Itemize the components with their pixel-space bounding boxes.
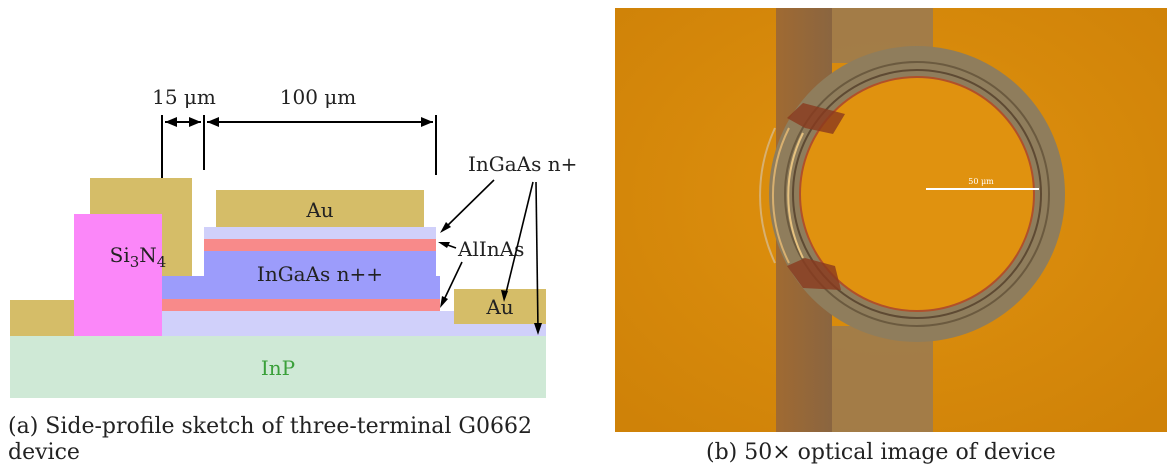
dimension-100um: 100 μm xyxy=(280,85,357,109)
au-right-label: Au xyxy=(485,295,513,319)
optical-image: 50 μm xyxy=(615,8,1167,432)
ring-edge-2 xyxy=(792,69,1042,319)
au-top-contact xyxy=(216,190,424,227)
bright-arc-inner xyxy=(759,127,776,264)
au-top-label: Au xyxy=(305,198,333,222)
ingaas-npp-label: InGaAs n++ xyxy=(257,262,383,286)
alinas-annotation: AlInAs xyxy=(457,237,524,261)
ring-edge-1 xyxy=(784,61,1050,327)
bridge-pad-top xyxy=(787,103,845,134)
ingaas-np-top-layer xyxy=(204,227,436,239)
ingaas-np-annotation: InGaAs n+ xyxy=(468,152,577,176)
dimension-15um: 15 μm xyxy=(152,85,216,109)
figure-a-caption: (a) Side-profile sketch of three-termina… xyxy=(8,414,532,465)
inp-label: InP xyxy=(261,356,295,380)
ingaas-npp-mesa xyxy=(204,251,436,276)
bridge-pad-bottom xyxy=(787,258,841,290)
ingaas-npp-lower xyxy=(162,276,440,299)
inp-substrate xyxy=(10,336,546,398)
au-right-contact xyxy=(454,289,546,324)
bus-bar-lower xyxy=(832,326,933,432)
side-profile-sketch: InP Si3N4 InGaAs n++ Au Au 15 μm 100 μm … xyxy=(10,85,577,398)
si3n4-label: Si3N4 xyxy=(110,243,167,271)
annotation-arrows xyxy=(438,179,542,335)
figure-b-caption: (b) 50× optical image of device xyxy=(706,440,1056,465)
bright-arc-mid xyxy=(771,127,790,264)
bright-arc-outer xyxy=(787,132,804,259)
alinas-bottom-layer xyxy=(162,299,440,311)
dimension-markers xyxy=(161,115,437,178)
si3n4-block xyxy=(74,214,162,336)
alinas-top-layer xyxy=(204,239,436,251)
scale-bar-label: 50 μm xyxy=(968,177,994,186)
inner-mesa xyxy=(799,76,1035,312)
